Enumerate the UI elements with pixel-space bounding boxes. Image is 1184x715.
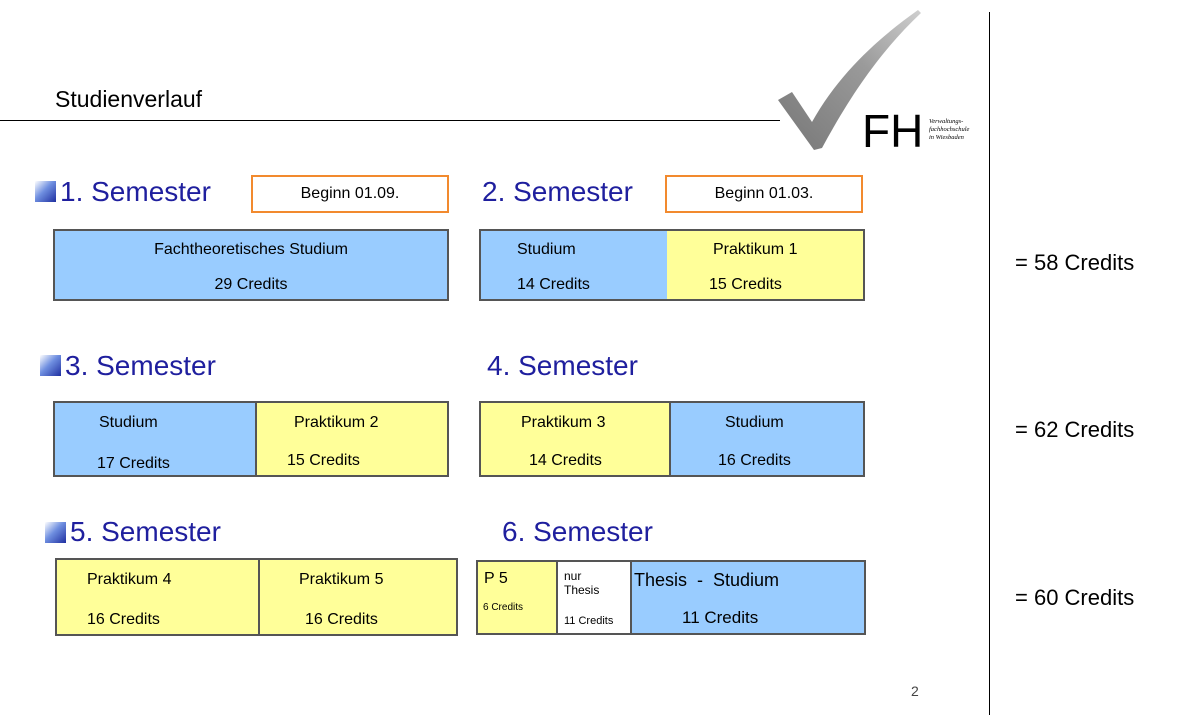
title-underline bbox=[0, 120, 780, 121]
block-label: Studium bbox=[517, 241, 576, 258]
checkmark-logo-icon: FH Verwaltungs- fachhochschule in Wiesba… bbox=[778, 10, 970, 154]
block-praktikum-2: Praktikum 2 15 Credits bbox=[255, 403, 447, 475]
block-credits: 11 Credits bbox=[564, 615, 614, 627]
semester-3-title: 3. Semester bbox=[65, 350, 216, 381]
block-label: Praktikum 3 bbox=[521, 414, 606, 431]
total-credits-year-1: = 58 Credits bbox=[1015, 250, 1135, 275]
semester-4-title: 4. Semester bbox=[487, 350, 638, 381]
semester-1-title: 1. Semester bbox=[60, 176, 211, 207]
logo-text-line1: Verwaltungs- bbox=[929, 118, 963, 125]
block-praktikum-1: Praktikum 1 15 Credits bbox=[667, 231, 863, 299]
block-label: Fachtheoretisches Studium bbox=[154, 241, 348, 258]
block-credits: 29 Credits bbox=[214, 276, 288, 293]
block-label: Praktikum 5 bbox=[299, 571, 384, 588]
block-thesis-studium: Thesis - Studium 11 Credits bbox=[630, 562, 864, 633]
block-credits: 16 Credits bbox=[305, 611, 378, 628]
block-praktikum-4: Praktikum 4 16 Credits bbox=[57, 560, 258, 634]
semester-6-title: 6. Semester bbox=[502, 516, 653, 547]
block-studium: Studium 14 Credits bbox=[481, 231, 667, 299]
semester-5-blocks: Praktikum 4 16 Credits Praktikum 5 16 Cr… bbox=[55, 558, 458, 636]
block-label: Studium bbox=[99, 414, 158, 431]
semester-4-blocks: Praktikum 3 14 Credits Studium 16 Credit… bbox=[479, 401, 865, 477]
semester-1-begin-box: Beginn 01.09. bbox=[251, 175, 449, 213]
block-label: Praktikum 4 bbox=[87, 571, 172, 588]
block-studium: Studium 17 Credits bbox=[55, 403, 255, 475]
block-credits: 14 Credits bbox=[529, 452, 602, 469]
semester-2-blocks: Studium 14 Credits Praktikum 1 15 Credit… bbox=[479, 229, 865, 301]
block-credits: 16 Credits bbox=[87, 611, 160, 628]
block-p5: P 5 6 Credits bbox=[478, 562, 556, 633]
logo-letters: FH bbox=[862, 105, 923, 154]
block-label: Thesis - Studium bbox=[634, 570, 780, 590]
semester-2-begin-box: Beginn 01.03. bbox=[665, 175, 863, 213]
logo-text-line2: fachhochschule bbox=[929, 126, 970, 133]
block-praktikum-5: Praktikum 5 16 Credits bbox=[258, 560, 456, 634]
gradient-square-bullet-icon bbox=[40, 355, 61, 376]
block-credits: 11 Credits bbox=[682, 608, 759, 627]
block-credits: 17 Credits bbox=[97, 455, 170, 472]
total-credits-year-2: = 62 Credits bbox=[1015, 417, 1135, 442]
gradient-square-bullet-icon bbox=[45, 522, 66, 543]
semester-1-blocks: Fachtheoretisches Studium 29 Credits bbox=[53, 229, 449, 301]
logo-text-line3: in Wiesbaden bbox=[929, 134, 964, 141]
block-credits: 14 Credits bbox=[517, 276, 590, 293]
semester-1-begin-label: Beginn 01.09. bbox=[300, 185, 400, 202]
block-credits: 6 Credits bbox=[483, 602, 524, 613]
page-number: 2 bbox=[911, 683, 919, 699]
block-label: P 5 bbox=[484, 570, 508, 587]
block-praktikum-3: Praktikum 3 14 Credits bbox=[481, 403, 669, 475]
block-credits: 15 Credits bbox=[709, 276, 782, 293]
block-label-line2: Thesis bbox=[564, 583, 600, 597]
semester-5-title: 5. Semester bbox=[70, 516, 221, 547]
block-label: Praktikum 2 bbox=[294, 414, 379, 431]
total-credits-year-3: = 60 Credits bbox=[1015, 585, 1135, 610]
block-label: Praktikum 1 bbox=[713, 241, 798, 258]
vertical-divider bbox=[989, 12, 990, 715]
block-credits: 16 Credits bbox=[718, 452, 791, 469]
block-label-line1: nur bbox=[564, 569, 582, 583]
slide-title: Studienverlauf bbox=[55, 86, 203, 112]
block-fachtheoretisches-studium: Fachtheoretisches Studium 29 Credits bbox=[55, 231, 447, 299]
block-label: Studium bbox=[725, 414, 784, 431]
block-studium: Studium 16 Credits bbox=[669, 403, 863, 475]
semester-6-blocks: P 5 6 Credits nur Thesis 11 Credits Thes… bbox=[476, 560, 866, 635]
block-nur-thesis: nur Thesis 11 Credits bbox=[556, 562, 630, 633]
gradient-square-bullet-icon bbox=[35, 181, 56, 202]
semester-2-begin-label: Beginn 01.03. bbox=[714, 185, 814, 202]
block-credits: 15 Credits bbox=[287, 452, 360, 469]
semester-2-title: 2. Semester bbox=[482, 176, 633, 207]
semester-3-blocks: Studium 17 Credits Praktikum 2 15 Credit… bbox=[53, 401, 449, 477]
